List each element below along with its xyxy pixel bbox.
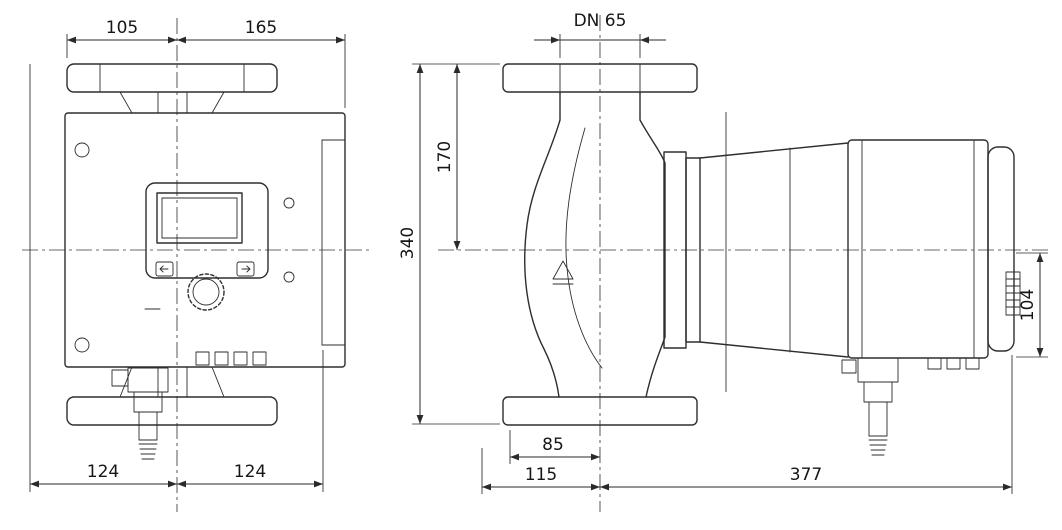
dim-front-bottom-right: 124 (234, 462, 266, 482)
dim-nominal-diameter: DN 65 (574, 11, 627, 31)
control-panel (144, 182, 269, 311)
dim-connector-height: 104 (1018, 289, 1038, 321)
front-body (64, 112, 346, 368)
front-view (22, 18, 372, 512)
dim-side-bottom-left: 115 (525, 465, 557, 485)
forward-arrow-icon (241, 265, 251, 273)
motor-assembly (663, 112, 1021, 392)
back-arrow-icon (159, 265, 169, 273)
screw-icon (74, 142, 90, 158)
screw-icon (283, 197, 295, 209)
volute (524, 119, 666, 398)
screw-icon (283, 271, 295, 283)
end-cap (987, 146, 1015, 352)
front-dimensions: 105 165 124 124 (29, 18, 346, 492)
side-top-flange (502, 63, 698, 121)
dim-total-height: 340 (398, 227, 418, 259)
stator-housing (847, 139, 989, 359)
side-terminal-strip (927, 357, 980, 370)
dim-front-top-left: 105 (106, 18, 138, 38)
front-terminal-strip (195, 351, 267, 366)
side-bottom-flange (502, 396, 698, 426)
display-screen (156, 192, 243, 244)
side-view (438, 15, 1048, 512)
ok-button (236, 261, 255, 277)
front-cable-gland (111, 367, 169, 460)
connector-ribs (1005, 271, 1021, 316)
front-bottom-flange (66, 366, 278, 426)
back-button (155, 261, 174, 277)
dim-front-bottom-left: 124 (87, 462, 119, 482)
dim-front-top-right: 165 (245, 18, 277, 38)
dim-flange-to-axis: 170 (435, 141, 455, 173)
flow-arrow-icon (552, 260, 574, 285)
dim-side-bottom-right: 377 (790, 465, 822, 485)
dim-axis-to-flange-edge: 85 (542, 435, 564, 455)
side-dimensions: DN 65 170 340 104 85 115 377 (398, 11, 1048, 494)
side-cable-gland (841, 357, 899, 456)
screw-icon (74, 337, 90, 353)
front-top-flange (66, 63, 278, 114)
rotary-knob (187, 273, 225, 311)
